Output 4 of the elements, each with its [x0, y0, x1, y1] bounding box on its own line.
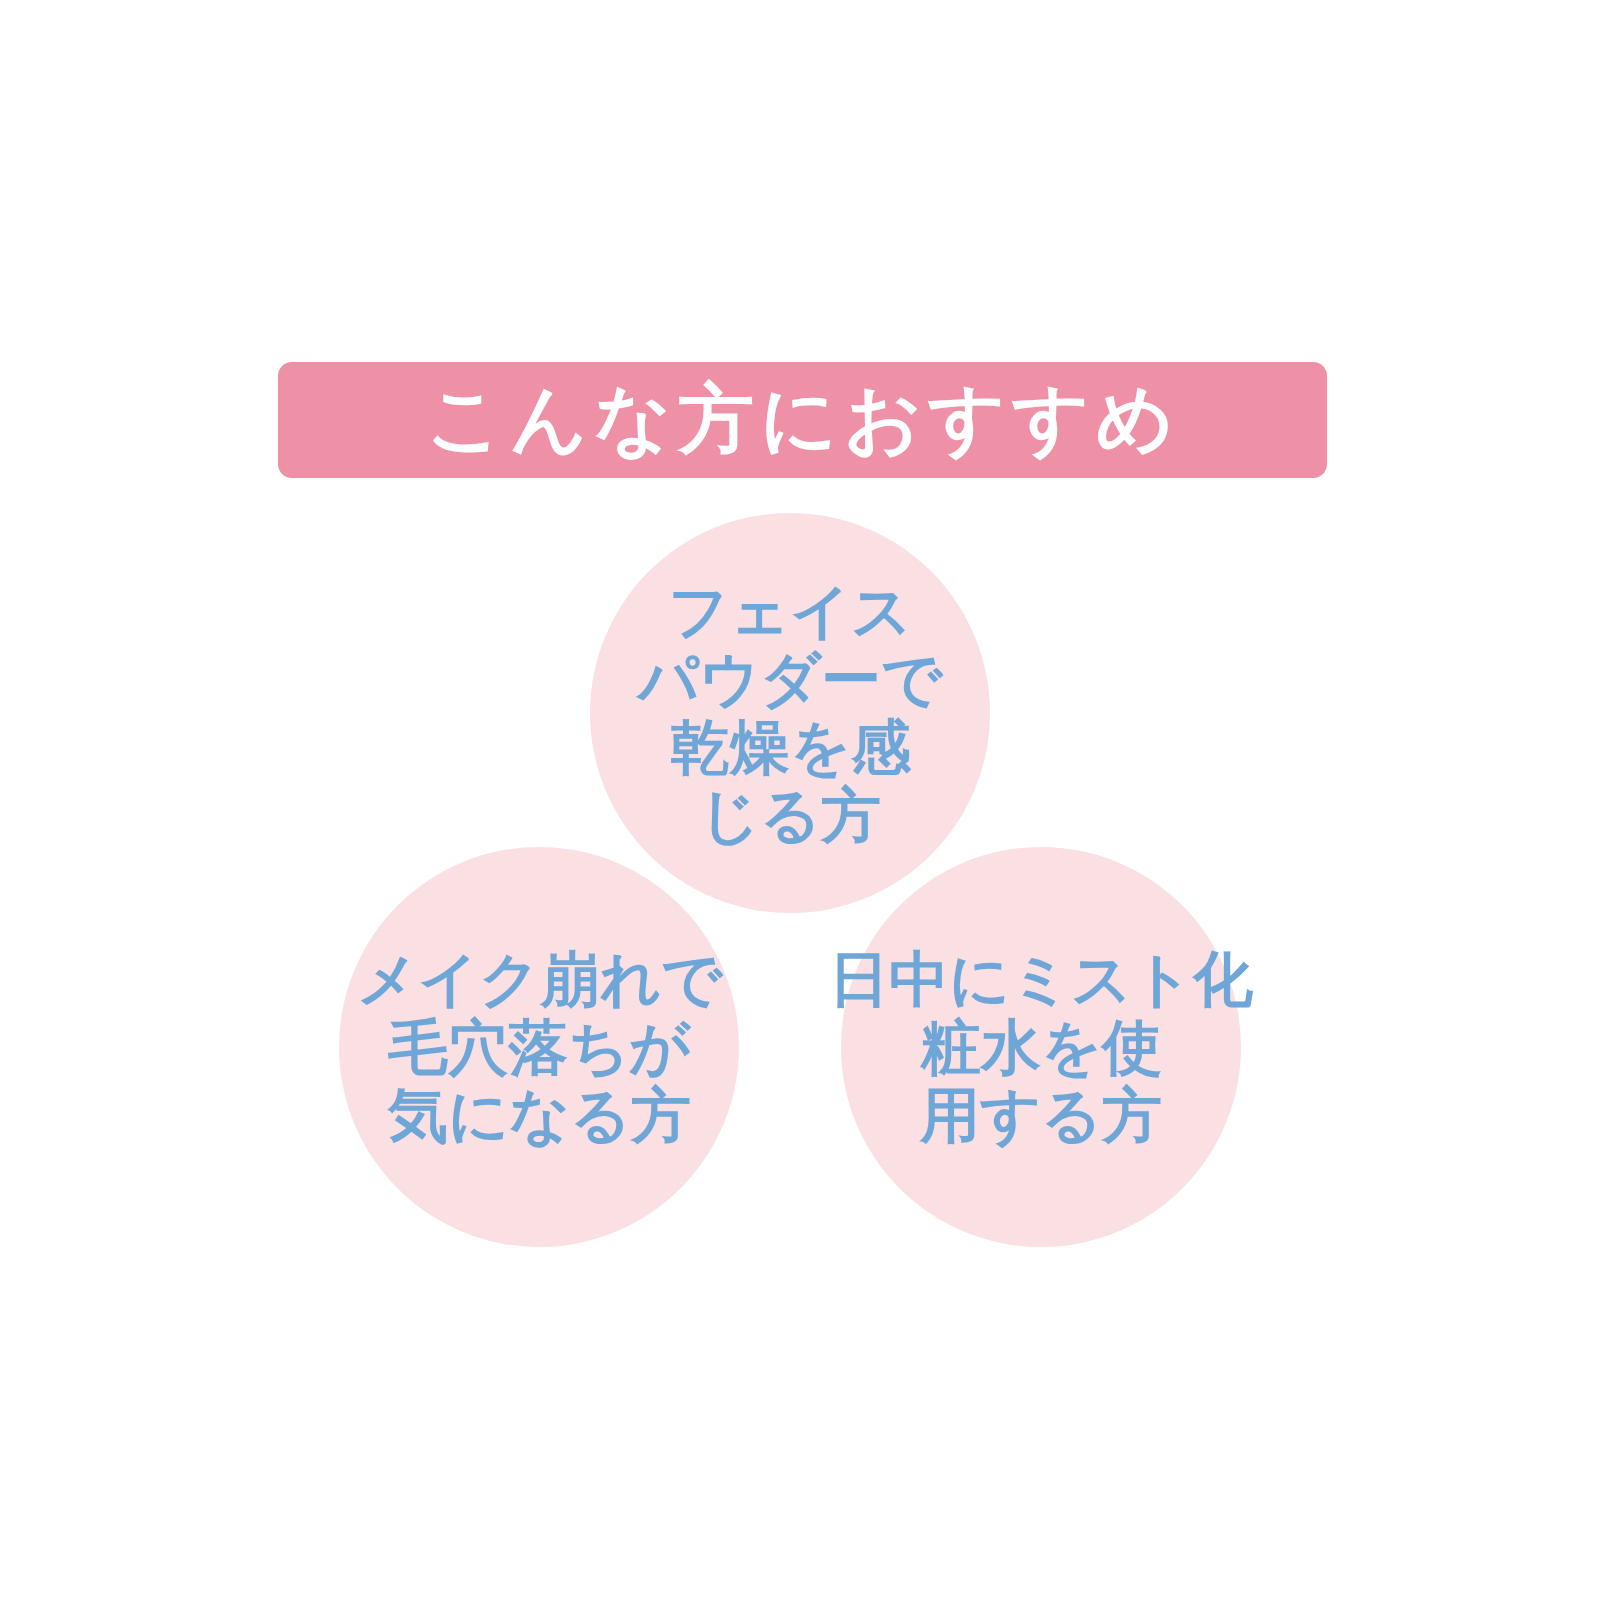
- circle-text: 日中にミスト化粧水を使用する方: [829, 945, 1253, 1149]
- title: こんな方におすすめ: [425, 372, 1180, 465]
- circle-text: フェイスパウダーで乾燥を感じる方: [638, 577, 942, 849]
- circle-text: メイク崩れで毛穴落ちが気になる方: [356, 945, 722, 1149]
